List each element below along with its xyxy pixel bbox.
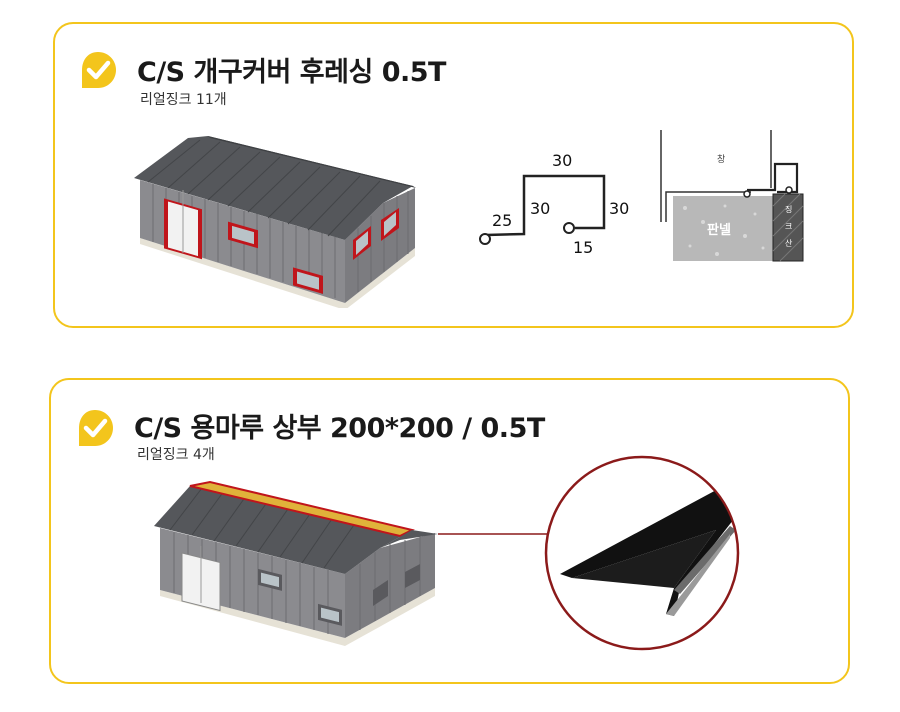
dim-right: 30 [609,199,629,218]
dim-top: 30 [552,151,572,170]
section1-title: C/S 개구커버 후레싱 0.5T [137,57,446,88]
flashing-profile-diagram: 30 30 30 25 15 [479,151,629,257]
check-badge-icon [82,52,116,88]
zinc-label-1: 징 [785,204,792,214]
window-label: 창 [717,154,725,165]
dim-left: 30 [530,199,550,218]
installation-detail-diagram: 창 판넬 징 크 산 [660,130,804,262]
section2-title: C/S 용마루 상부 200*200 / 0.5T [134,413,545,444]
building-ridge-illustration [154,480,438,646]
check-badge-icon [79,410,113,446]
ridge-cap-zoom [438,455,740,651]
dim-hook: 15 [573,238,593,257]
dim-lip: 25 [492,211,512,230]
section1-subtitle: 리얼징크 11개 [140,92,227,108]
building-illustration [134,136,416,308]
panel-label: 판넬 [707,222,731,238]
zinc-label-3: 산 [785,238,793,248]
zinc-label-2: 크 [785,222,792,231]
section2-subtitle: 리얼징크 4개 [137,447,215,463]
